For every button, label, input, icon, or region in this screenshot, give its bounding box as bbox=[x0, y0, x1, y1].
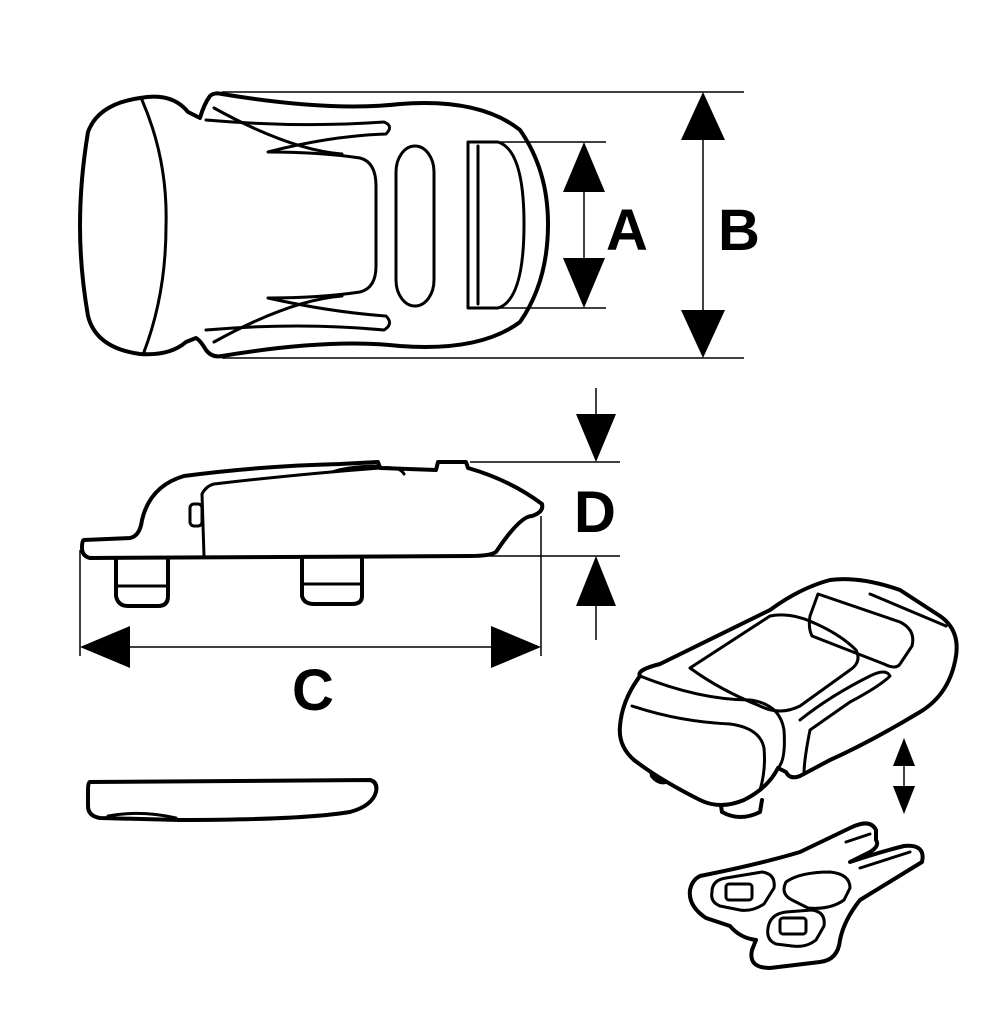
insert-left-window-inner bbox=[724, 882, 754, 902]
dimension-b-arrow-down bbox=[681, 310, 725, 358]
buckle-side-pin bbox=[188, 502, 204, 528]
buckle-side-inner-panel bbox=[200, 466, 406, 558]
dimension-d-arrow-up bbox=[576, 556, 616, 606]
buckle-top-strap-slot bbox=[466, 140, 526, 310]
insert-rib-lower bbox=[858, 850, 912, 870]
buckle-top-prong-upper bbox=[204, 118, 391, 332]
insert-arrow-down bbox=[893, 786, 915, 814]
insert-outline bbox=[687, 821, 925, 970]
buckle-side-view bbox=[80, 460, 545, 608]
buckle-side-foot-left bbox=[114, 554, 170, 608]
dimension-a-arrow-up bbox=[563, 142, 605, 192]
insert-middle-window bbox=[782, 870, 852, 910]
insert-right-window-inner bbox=[778, 916, 808, 936]
buckle-top-endcap-line bbox=[140, 98, 168, 354]
buckle-side-body bbox=[80, 460, 545, 560]
buckle-top-view bbox=[78, 91, 550, 359]
buckle-perspective-view bbox=[617, 577, 959, 819]
buckle-perspective-center-window bbox=[688, 613, 860, 713]
buckle-side-inner-top bbox=[330, 464, 382, 474]
buckle-perspective-prong bbox=[798, 670, 892, 776]
dimension-d-label: D bbox=[574, 480, 616, 545]
dimension-c-arrow-left bbox=[80, 626, 130, 668]
buckle-perspective-endcap bbox=[638, 674, 786, 770]
dimension-d: D bbox=[470, 388, 620, 640]
buckle-perspective-body bbox=[617, 577, 959, 807]
buckle-perspective-strap-slot-bar bbox=[868, 592, 948, 628]
buckle-insert-piece bbox=[687, 821, 925, 970]
buckle-top-oval-slot bbox=[394, 144, 436, 308]
dimension-c: C bbox=[79, 516, 542, 723]
dimension-c-arrow-right bbox=[491, 626, 541, 668]
dimension-a: A bbox=[500, 141, 648, 309]
insert-rib-upper bbox=[844, 832, 872, 844]
buckle-top-prong-inner-upper bbox=[212, 106, 344, 156]
flat-bar-piece bbox=[86, 778, 379, 822]
flat-bar-groove bbox=[106, 811, 178, 820]
dimension-b-label: B bbox=[718, 198, 760, 263]
insert-double-arrow bbox=[893, 738, 915, 814]
buckle-side-foot-right bbox=[300, 554, 364, 606]
dimension-a-arrow-down bbox=[563, 258, 605, 308]
flat-bar-outline bbox=[86, 778, 379, 822]
dimension-c-label: C bbox=[292, 658, 334, 723]
dimension-a-label: A bbox=[606, 198, 648, 263]
dimension-d-arrow-down bbox=[576, 414, 616, 462]
insert-left-window bbox=[710, 870, 776, 912]
buckle-perspective-endcap-edge bbox=[630, 704, 766, 792]
insert-right-window bbox=[766, 908, 826, 948]
dimension-b-arrow-up bbox=[681, 92, 725, 140]
buckle-top-prong-inner-lower bbox=[212, 294, 344, 344]
dimension-b: B bbox=[222, 91, 760, 359]
insert-arrow-up bbox=[893, 738, 915, 766]
buckle-perspective-strap-slot bbox=[807, 592, 915, 669]
